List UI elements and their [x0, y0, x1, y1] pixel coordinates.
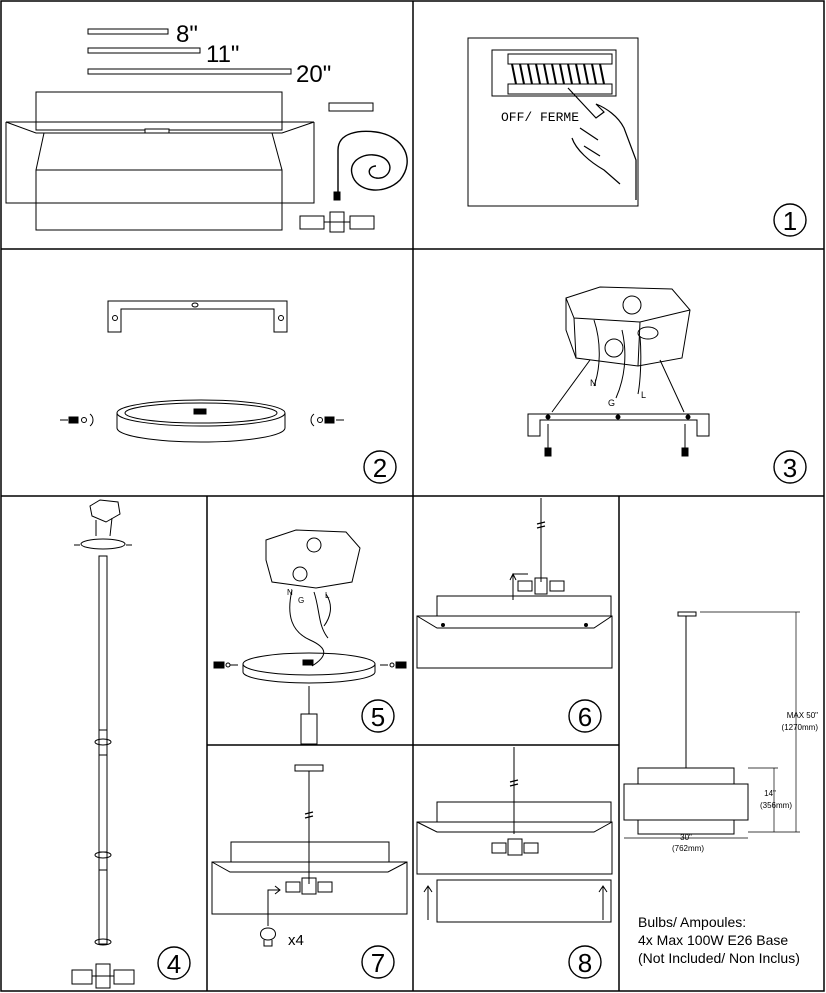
rod-stub [300, 713, 318, 745]
parts-panel [5, 28, 408, 233]
wires [593, 319, 642, 399]
shade-height-mm-label: (356mm) [760, 801, 792, 810]
breaker-off-label: OFF/ FERME [501, 110, 579, 125]
bulbs-note-line1: Bulbs/ Ampoules: [638, 914, 746, 930]
rod-label-20in: 20" [296, 61, 331, 88]
bracket [527, 413, 710, 437]
lower-shade [211, 861, 408, 915]
svg-text:4: 4 [167, 949, 181, 979]
upper-shade [230, 841, 390, 863]
step6-number-badge: 6 [568, 699, 602, 733]
coiled-cord [337, 130, 408, 194]
upper-shade [637, 767, 735, 785]
upper-shade [436, 801, 612, 823]
lower-shade [35, 169, 283, 231]
svg-text:2: 2 [373, 453, 387, 483]
step1-number-badge: 1 [773, 203, 807, 237]
diffuser-panel [436, 879, 612, 923]
lower-shade [416, 615, 613, 669]
svg-text:1: 1 [783, 206, 797, 236]
arrow-up-right-icon [598, 885, 608, 920]
screw-right-icon [310, 413, 344, 427]
socket-cluster [299, 191, 375, 233]
screw-left-icon [60, 413, 94, 427]
junction-box [265, 529, 361, 589]
svg-text:7: 7 [371, 948, 385, 978]
shade-width-label: 30" [680, 833, 692, 842]
wires [289, 589, 331, 667]
bolt-left-icon [544, 424, 552, 457]
arrow-up-left-icon [423, 885, 433, 920]
step7-panel [211, 764, 408, 947]
step4-panel [71, 499, 135, 989]
upper-shade [436, 595, 612, 617]
lower-shade [416, 821, 613, 875]
bolt-right-icon [681, 424, 689, 457]
step8-number-badge: 8 [568, 945, 602, 979]
step5-wire-n: N [287, 588, 293, 597]
step3-panel [527, 286, 710, 457]
step7-number-badge: 7 [361, 945, 395, 979]
rod-11in [87, 47, 201, 54]
hand-icon [567, 87, 637, 200]
rod-label-11in: 11" [206, 41, 239, 68]
step8-panel [416, 747, 613, 923]
shade-width-mm-label: (762mm) [672, 844, 704, 853]
canopy [80, 538, 126, 550]
step5-panel [213, 529, 407, 745]
bulb-icon [260, 927, 276, 947]
breaker-box [467, 37, 639, 207]
lower-shade [623, 783, 749, 821]
svg-text:5: 5 [371, 702, 385, 732]
step3-wire-l: L [641, 390, 646, 400]
bulbs-note-line2: 4x Max 100W E26 Base [638, 932, 788, 948]
mounting-bracket [107, 300, 288, 333]
diffuser-pan [5, 121, 315, 134]
svg-text:8: 8 [578, 948, 592, 978]
rod-20in [87, 68, 292, 75]
step5-wire-g: G [298, 596, 304, 605]
junction-box [565, 286, 691, 367]
height-dimension-line [624, 611, 800, 839]
wire-guide [551, 359, 685, 413]
shade-height-label: 14" [764, 789, 776, 798]
max-height-label: MAX 50" [787, 711, 818, 720]
socket-cluster [517, 577, 565, 595]
step3-wire-n: N [590, 378, 597, 388]
screw-left-icon [213, 661, 238, 669]
max-height-mm-label: (1270mm) [782, 723, 819, 732]
screw-right-icon [380, 661, 407, 669]
junction-box-small [89, 499, 121, 523]
upper-shade [35, 91, 283, 131]
socket-cluster [285, 877, 333, 895]
step4-number-badge: 4 [157, 946, 191, 980]
step3-number-badge: 3 [773, 450, 807, 484]
dimensions-panel [623, 611, 800, 839]
step5-number-badge: 5 [361, 699, 395, 733]
bulb-quantity: x4 [288, 932, 304, 949]
step1-panel [467, 37, 639, 207]
canopy-cap [328, 102, 374, 112]
step5-wire-l: L [325, 591, 330, 600]
rod-assembly [98, 555, 108, 945]
step2-panel [60, 300, 344, 443]
canopy-cap [294, 764, 324, 772]
breaker-switches [507, 53, 613, 95]
svg-text:3: 3 [783, 453, 797, 483]
svg-text:6: 6 [578, 702, 592, 732]
rod-8in [87, 28, 169, 35]
step3-wire-g: G [608, 398, 615, 408]
rod-label-8in: 8" [176, 21, 198, 48]
canopy-body [116, 413, 286, 443]
step2-number-badge: 2 [363, 450, 397, 484]
socket-cluster [71, 963, 135, 989]
canopy-cap [677, 611, 697, 617]
socket-cluster [491, 838, 539, 856]
bulbs-note-line3: (Not Included/ Non Inclus) [638, 950, 800, 966]
bulb-arrow [267, 889, 280, 926]
step6-panel [416, 498, 613, 669]
